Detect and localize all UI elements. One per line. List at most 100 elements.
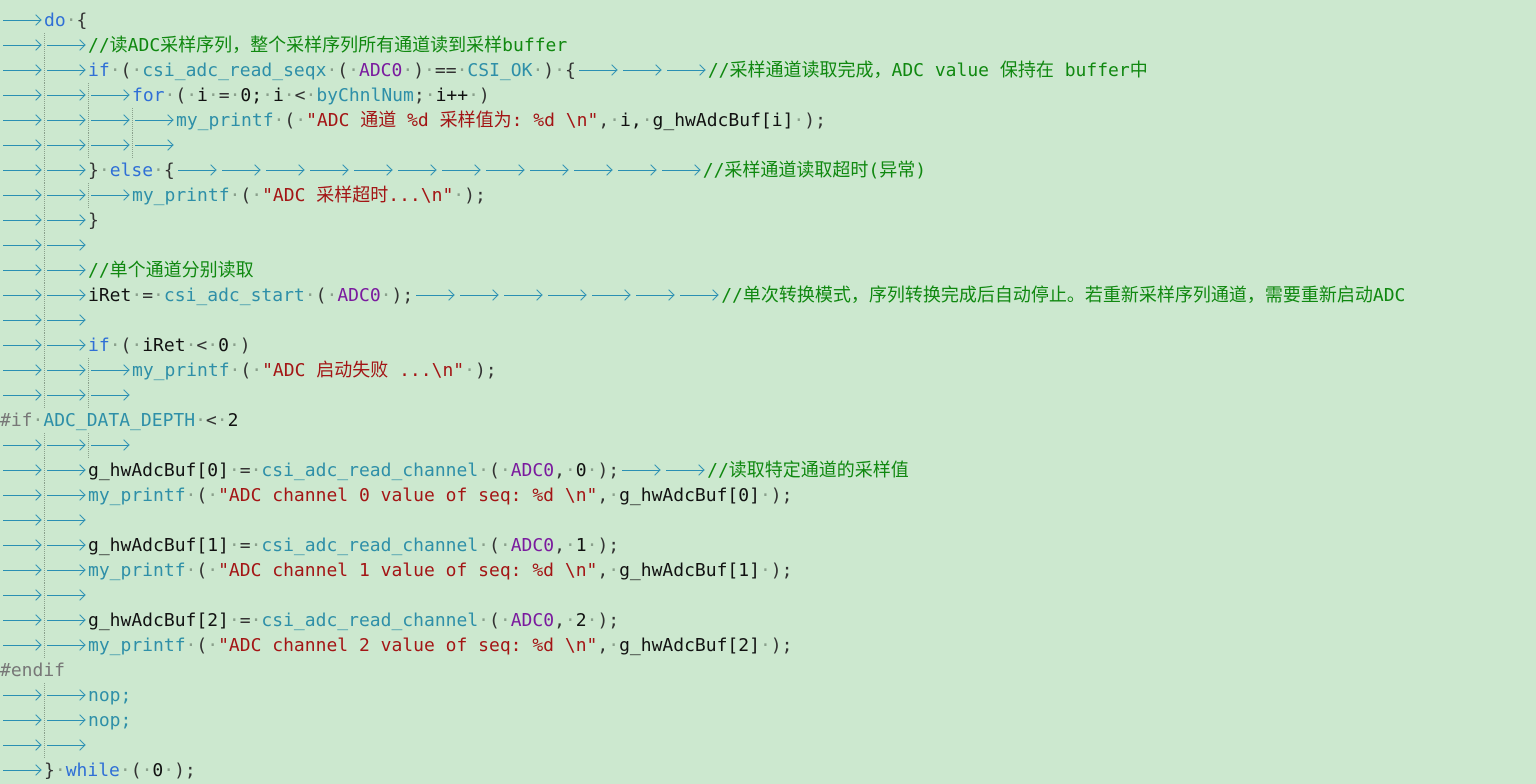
indent-guide [44, 283, 45, 308]
tab-arrow-icon [0, 183, 44, 208]
tab-arrow-icon [0, 108, 44, 133]
code-line[interactable] [0, 733, 1536, 758]
tab-arrow-icon [132, 108, 176, 133]
code-line[interactable]: my_printf·(·"ADC 通道 %d 采样值为: %d \n",·i,·… [0, 108, 1536, 133]
code-token-fn: my_printf [88, 485, 186, 506]
code-line[interactable]: }·else·{//采样通道读取超时(异常) [0, 158, 1536, 183]
tab-arrow-icon [0, 58, 44, 83]
code-line[interactable]: do·{ [0, 8, 1536, 33]
code-line[interactable]: for·(·i·=·0;·i·<·byChnlNum;·i++·) [0, 83, 1536, 108]
code-token-op: = [239, 610, 251, 631]
code-token-sp: · [251, 185, 263, 206]
code-token-sp: · [229, 85, 241, 106]
code-token-str: "ADC channel 1 value of seq: %d \n" [218, 560, 598, 581]
code-line[interactable] [0, 233, 1536, 258]
tab-arrow-icon [0, 458, 44, 483]
code-token-op: ) [239, 335, 251, 356]
indent-guide [44, 308, 45, 333]
tab-arrow-icon [88, 183, 132, 208]
code-line[interactable] [0, 433, 1536, 458]
code-line[interactable]: my_printf·(·"ADC channel 1 value of seq:… [0, 558, 1536, 583]
indent-guide [44, 258, 45, 283]
code-line[interactable] [0, 508, 1536, 533]
code-token-mac: ADC0 [510, 460, 555, 481]
indent-guide [44, 383, 45, 408]
code-token-sp: · [608, 485, 620, 506]
tab-arrow-icon [88, 358, 132, 383]
tab-arrow-icon [545, 283, 589, 308]
tab-arrow-icon [0, 583, 44, 608]
code-token-fn: csi_adc_read_channel [261, 535, 479, 556]
code-token-op: , [598, 110, 610, 131]
code-line[interactable]: iRet·=·csi_adc_start·(·ADC0·);//单次转换模式，序… [0, 283, 1536, 308]
code-line[interactable]: my_printf·(·"ADC channel 2 value of seq:… [0, 633, 1536, 658]
code-token-op: ; [413, 85, 425, 106]
code-line[interactable] [0, 308, 1536, 333]
code-line[interactable]: my_printf·(·"ADC 启动失败 ...\n"·); [0, 358, 1536, 383]
code-line[interactable]: g_hwAdcBuf[0]·=·csi_adc_read_channel·(·A… [0, 458, 1536, 483]
code-token-sp: · [153, 285, 164, 306]
code-token-sp: · [250, 610, 262, 631]
code-token-sp: · [456, 60, 468, 81]
tab-arrow-icon [132, 133, 176, 158]
code-token-id: i [272, 85, 284, 106]
tab-arrow-icon [620, 58, 664, 83]
tab-arrow-icon [44, 733, 88, 758]
code-line[interactable]: if·(·iRet·<·0·) [0, 333, 1536, 358]
code-token-fn: my_printf [88, 635, 186, 656]
tab-arrow-icon [44, 508, 88, 533]
code-line[interactable]: //单个通道分别读取 [0, 258, 1536, 283]
indent-guide [88, 133, 89, 158]
code-line[interactable]: //读ADC采样序列，整个采样序列所有通道读到采样buffer [0, 33, 1536, 58]
tab-arrow-icon [0, 258, 44, 283]
code-line[interactable]: g_hwAdcBuf[2]·=·csi_adc_read_channel·(·A… [0, 608, 1536, 633]
code-token-op: } [88, 210, 99, 231]
tab-arrow-icon [0, 508, 44, 533]
code-token-str: "ADC 通道 %d 采样值为: %d \n" [306, 110, 599, 131]
code-line[interactable]: my_printf·(·"ADC 采样超时...\n"·); [0, 183, 1536, 208]
code-token-op: , [597, 485, 609, 506]
code-token-sp: · [609, 110, 620, 131]
code-token-sp: · [759, 635, 771, 656]
code-token-sp: · [564, 610, 576, 631]
code-token-num: 2 [575, 610, 587, 631]
code-line[interactable]: g_hwAdcBuf[1]·=·csi_adc_read_channel·(·A… [0, 533, 1536, 558]
code-line[interactable]: my_printf·(·"ADC channel 0 value of seq:… [0, 483, 1536, 508]
indent-guide [44, 333, 45, 358]
code-token-pp: #if [0, 410, 33, 431]
tab-arrow-icon [0, 158, 44, 183]
code-line[interactable] [0, 383, 1536, 408]
code-token-sp: · [186, 85, 198, 106]
indent-guide [44, 208, 45, 233]
code-token-sp: · [305, 85, 317, 106]
code-token-sp: · [304, 285, 316, 306]
tab-arrow-icon [439, 158, 483, 183]
tab-arrow-icon [501, 283, 545, 308]
indent-guide [88, 183, 89, 208]
code-token-sp: · [207, 560, 219, 581]
code-token-sp: · [228, 610, 240, 631]
code-line[interactable]: if·(·csi_adc_read_seqx·(·ADC0·)·==·CSI_O… [0, 58, 1536, 83]
code-token-sp: · [295, 110, 307, 131]
code-token-fn: nop; [88, 710, 132, 731]
tab-arrow-icon [0, 233, 44, 258]
code-line[interactable] [0, 133, 1536, 158]
tab-arrow-icon [677, 283, 721, 308]
code-token-fn: my_printf [88, 560, 186, 581]
code-line[interactable]: #if·ADC_DATA_DEPTH·<·2 [0, 408, 1536, 433]
code-token-op: ( [130, 760, 142, 781]
code-line[interactable]: } [0, 208, 1536, 233]
code-line[interactable] [0, 583, 1536, 608]
code-token-num: 0 [218, 335, 229, 356]
code-line[interactable]: #endif [0, 658, 1536, 683]
tab-arrow-icon [44, 183, 88, 208]
code-token-kw: do [44, 10, 66, 31]
code-token-num: 2 [227, 410, 239, 431]
code-line[interactable]: nop; [0, 708, 1536, 733]
code-line[interactable]: }·while·(·0·); [0, 758, 1536, 783]
code-line[interactable]: nop; [0, 683, 1536, 708]
code-token-sp: · [283, 85, 295, 106]
tab-arrow-icon [307, 158, 351, 183]
code-token-op: = [142, 285, 154, 306]
